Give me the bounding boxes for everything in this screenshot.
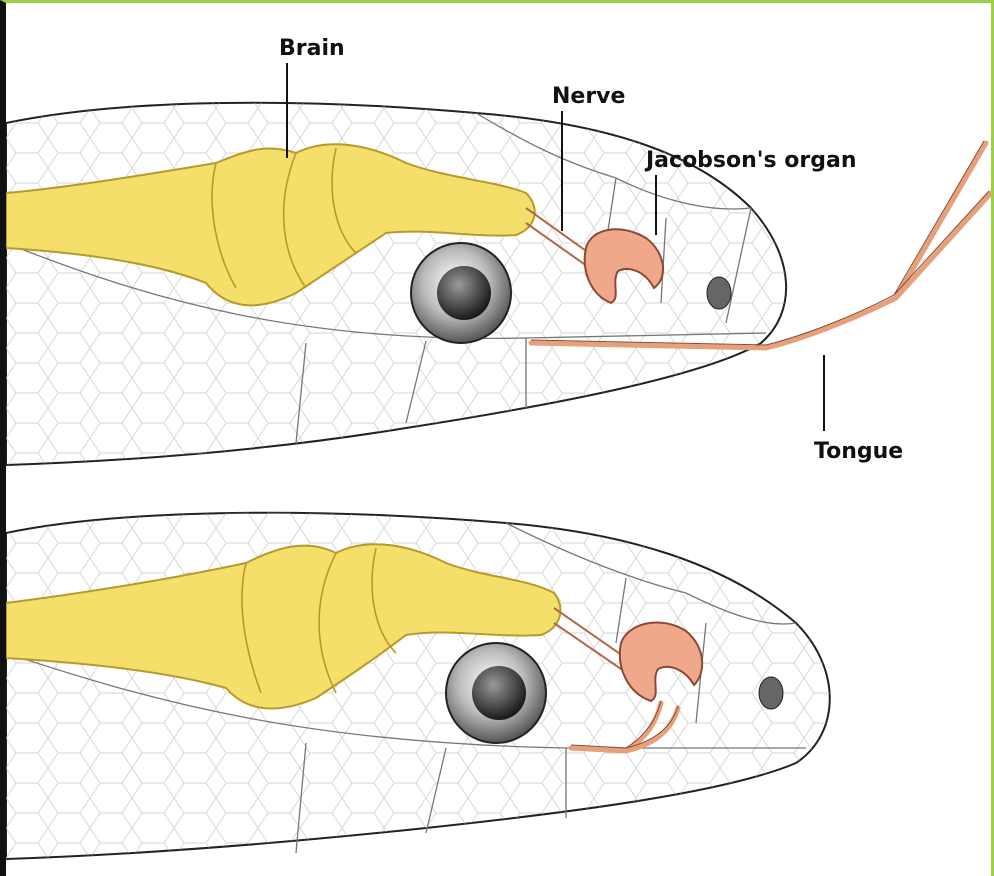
brain-label: Brain: [279, 36, 345, 61]
nostril: [759, 677, 783, 709]
nerve-label: Nerve: [552, 84, 625, 109]
jacobsons-organ-label: Jacobson's organ: [644, 148, 857, 173]
snake-head-diagram: Brain Nerve Jacobson's organ Tongue: [6, 3, 991, 876]
bottom-snake-head: [6, 513, 830, 859]
nostril: [707, 277, 731, 309]
tongue-label: Tongue: [814, 439, 903, 464]
